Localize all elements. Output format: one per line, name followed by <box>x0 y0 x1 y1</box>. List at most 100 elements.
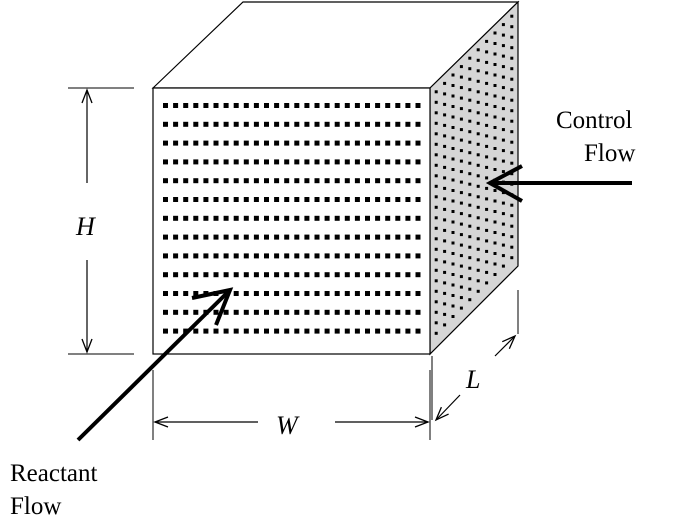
channel-dot <box>163 309 168 315</box>
side-face-dot-pattern <box>434 14 514 335</box>
channel-dot <box>253 272 259 278</box>
channel-dot <box>344 291 350 296</box>
side-dot <box>485 144 489 148</box>
control-flow-label-line2: Flow <box>584 140 635 167</box>
channel-dot <box>223 197 229 202</box>
side-dot <box>493 52 497 56</box>
side-dot <box>485 155 489 159</box>
channel-dot <box>344 103 350 108</box>
channel-dot <box>354 234 360 240</box>
channel-dot <box>365 121 370 127</box>
channel-dot <box>354 178 360 184</box>
side-dot <box>468 130 472 134</box>
channel-dot <box>183 159 189 165</box>
control-flow-label-line1: Control <box>556 107 632 134</box>
channel-dot <box>375 328 381 334</box>
channel-dot <box>405 178 411 184</box>
side-dot <box>459 170 463 174</box>
channel-dot <box>274 140 280 146</box>
channel-dot <box>334 328 340 334</box>
channel-dot <box>233 328 239 334</box>
side-dot <box>468 109 472 113</box>
side-dot <box>501 86 505 90</box>
side-dot <box>485 218 489 222</box>
channel-dot <box>375 103 381 108</box>
channel-dot <box>324 234 330 240</box>
channel-dot <box>314 121 320 127</box>
channel-dot <box>183 253 189 259</box>
channel-dot <box>415 121 421 127</box>
length-arrow-front <box>434 394 461 422</box>
channel-dot <box>365 272 370 278</box>
side-dot <box>510 46 514 50</box>
channel-dot <box>243 140 249 146</box>
channel-dot <box>354 328 360 334</box>
channel-dot <box>163 291 168 296</box>
channel-dot <box>344 234 350 240</box>
channel-dot <box>243 215 249 221</box>
side-dot <box>459 107 463 111</box>
channel-dot <box>365 234 370 240</box>
channel-dot <box>253 253 259 259</box>
side-dot <box>476 247 480 251</box>
channel-dot <box>365 328 370 334</box>
channel-dot <box>294 178 300 184</box>
channel-dot <box>324 140 330 146</box>
side-dot <box>451 168 455 171</box>
channel-dot <box>223 103 229 108</box>
channel-dot <box>193 272 199 278</box>
channel-dot <box>264 103 269 108</box>
side-dot <box>501 44 505 48</box>
channel-dot <box>314 328 320 334</box>
side-dot <box>493 105 497 108</box>
channel-dot <box>163 159 168 165</box>
channel-dot <box>375 291 381 296</box>
channel-dot <box>223 178 229 184</box>
channel-dot <box>223 328 229 334</box>
side-dot <box>510 56 514 60</box>
channel-dot <box>284 328 290 334</box>
channel-dot <box>304 178 310 184</box>
side-dot <box>459 243 463 247</box>
side-dot <box>501 33 505 37</box>
channel-dot <box>183 215 189 221</box>
channel-dot <box>415 309 421 315</box>
side-dot <box>434 100 438 104</box>
side-dot <box>485 270 489 274</box>
channel-dot <box>334 103 340 108</box>
channel-dot <box>274 253 280 259</box>
channel-dot <box>233 309 239 315</box>
channel-dot <box>253 291 259 296</box>
side-dot <box>443 134 447 138</box>
side-dot <box>501 138 505 142</box>
channel-dot <box>284 253 290 259</box>
channel-dot <box>284 159 290 165</box>
side-dot <box>434 300 438 304</box>
channel-dot <box>213 121 219 127</box>
side-dot <box>493 31 497 35</box>
side-dot <box>501 107 505 111</box>
channel-dot <box>253 309 259 315</box>
channel-dot <box>334 197 340 202</box>
channel-dot <box>294 159 300 165</box>
control-flow-arrowhead <box>485 164 523 203</box>
channel-dot <box>183 140 189 146</box>
channel-dot <box>375 121 381 127</box>
channel-dot <box>163 253 168 259</box>
channel-dot <box>395 253 401 259</box>
channel-dot <box>314 272 320 278</box>
channel-dot <box>233 140 239 146</box>
channel-dot <box>203 140 209 146</box>
side-dot <box>510 88 514 92</box>
channel-dot <box>294 234 300 240</box>
side-dot <box>501 54 505 58</box>
channel-dot <box>344 328 350 334</box>
channel-dot <box>264 159 269 165</box>
channel-dot <box>415 234 421 240</box>
side-dot <box>468 119 472 123</box>
channel-dot <box>344 272 350 278</box>
side-dot <box>434 268 438 272</box>
channel-dot <box>294 121 300 127</box>
channel-dot <box>253 178 259 184</box>
side-dot <box>476 111 480 115</box>
